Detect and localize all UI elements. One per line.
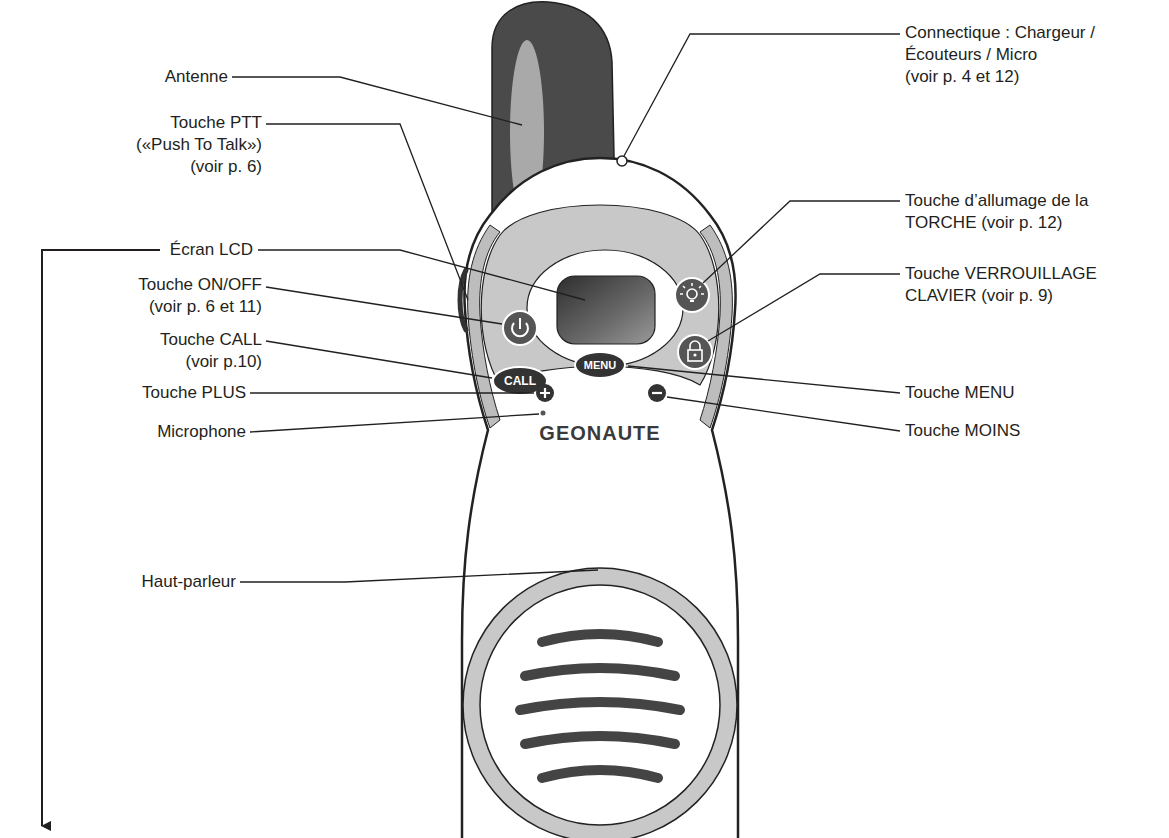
- leader-line: [240, 570, 598, 582]
- connector-socket: [617, 156, 627, 166]
- lcd-screen: [557, 276, 655, 344]
- lock-button: [678, 335, 712, 369]
- leader-line: [258, 250, 585, 300]
- leader-line: [266, 287, 502, 324]
- leader-line: [703, 201, 900, 283]
- part-label: Antenne: [165, 66, 228, 88]
- ptt-button: [460, 270, 466, 330]
- part-label: Haut-parleur: [142, 571, 237, 593]
- power-button: [503, 311, 537, 345]
- microphone-hole: [541, 411, 546, 416]
- leader-lines: [42, 34, 900, 826]
- leader-line: [628, 366, 900, 393]
- leader-line: [250, 392, 534, 393]
- part-label: Touche ON/OFF (voir p. 6 et 11): [138, 274, 262, 318]
- part-label: Touche MOINS: [905, 420, 1020, 442]
- housing: [462, 158, 738, 838]
- leader-arrow: [42, 250, 160, 826]
- leader-line: [250, 414, 539, 432]
- part-label: Touche PTT («Push To Talk») (voir p. 6): [136, 112, 262, 178]
- leader-line: [624, 34, 900, 156]
- part-label: Touche PLUS: [142, 382, 246, 404]
- minus-button: [648, 384, 666, 402]
- part-label: Touche d’allumage de la TORCHE (voir p. …: [905, 190, 1088, 234]
- leader-line: [667, 397, 900, 431]
- brand-logo: GEONAUTE: [539, 423, 660, 443]
- part-label: Écran LCD: [170, 239, 253, 261]
- leader-line: [708, 274, 900, 341]
- speaker: [463, 568, 737, 838]
- leader-line: [232, 77, 522, 125]
- leader-line: [266, 341, 492, 378]
- button-text: CALL: [504, 375, 536, 387]
- menu-button: [575, 352, 625, 378]
- part-label: Touche CALL (voir p.10): [160, 329, 262, 373]
- part-label: Connectique : Chargeur / Écouteurs / Mic…: [905, 22, 1095, 88]
- part-label: Microphone: [157, 421, 246, 443]
- leader-line: [266, 124, 468, 300]
- plus-button: [536, 384, 554, 402]
- torch-button: [675, 278, 709, 312]
- screen-surround: [527, 250, 683, 366]
- part-label: Touche VERROUILLAGE CLAVIER (voir p. 9): [905, 263, 1097, 307]
- part-label: Touche MENU: [905, 382, 1015, 404]
- button-text: MENU: [584, 360, 616, 371]
- face-band: [481, 205, 719, 385]
